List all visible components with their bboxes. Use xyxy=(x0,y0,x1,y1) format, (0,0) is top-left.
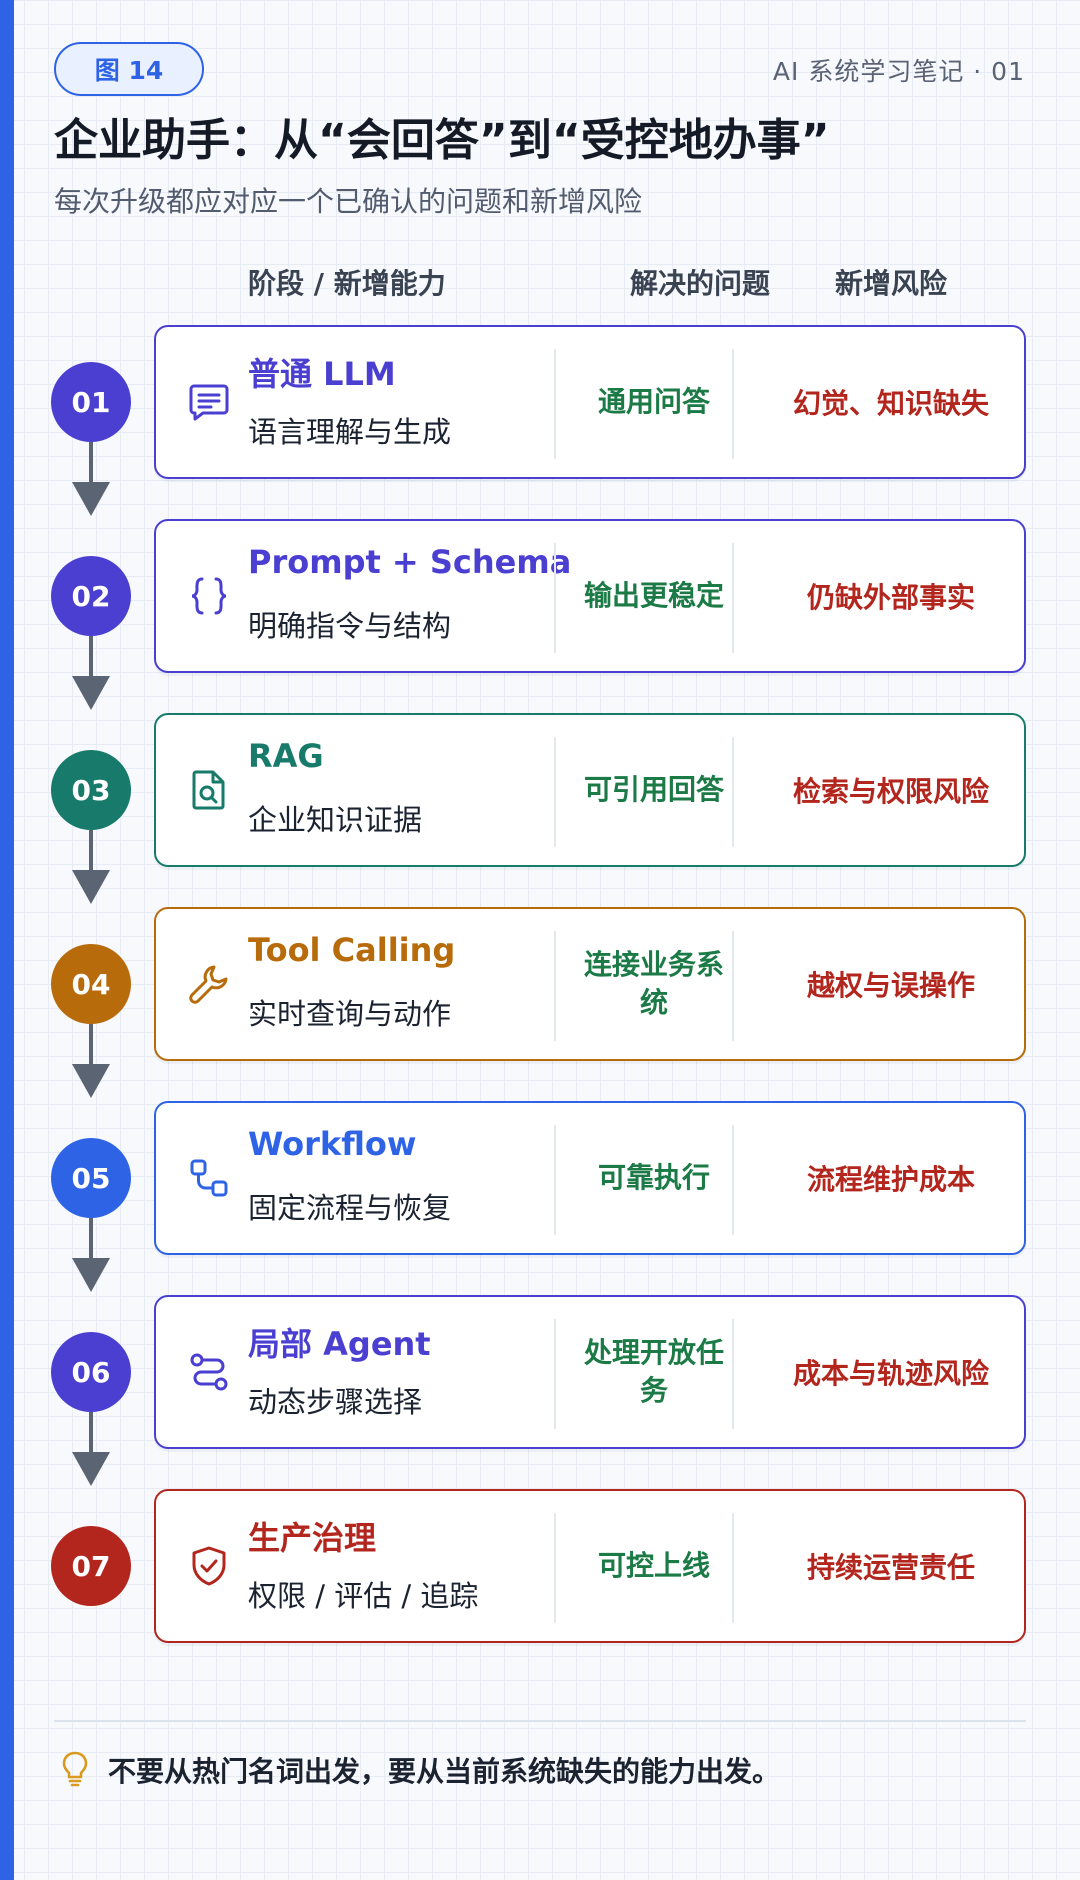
column-divider xyxy=(554,737,556,847)
page-subtitle: 每次升级都应对应一个已确认的问题和新增风险 xyxy=(54,185,643,218)
solved-problem: 处理开放任务 xyxy=(583,1336,724,1407)
timeline-connector xyxy=(89,1412,93,1456)
column-divider xyxy=(732,543,734,653)
solved-problem: 连接业务系统 xyxy=(583,948,724,1019)
column-header-risk: 新增风险 xyxy=(835,267,948,300)
stage-card: 局部 Agent 动态步骤选择 处理开放任务 成本与轨迹风险 xyxy=(154,1295,1026,1449)
stage-description: 权限 / 评估 / 追踪 xyxy=(248,1579,479,1613)
step-number-badge: 07 xyxy=(51,1526,131,1606)
wrench-icon xyxy=(184,959,234,1009)
solved-problem: 通用问答 xyxy=(597,385,710,418)
stage-card: 生产治理 权限 / 评估 / 追踪 可控上线 持续运营责任 xyxy=(154,1489,1026,1643)
column-divider xyxy=(554,1513,556,1623)
column-divider xyxy=(732,1125,734,1235)
stage-card: Workflow 固定流程与恢复 可靠执行 流程维护成本 xyxy=(154,1101,1026,1255)
timeline-arrow xyxy=(72,676,110,710)
stage-name: Tool Calling xyxy=(248,931,456,969)
workflow-icon xyxy=(184,1153,234,1203)
timeline-connector xyxy=(89,442,93,486)
stage-name: Prompt + Schema xyxy=(248,543,572,581)
column-divider xyxy=(732,1319,734,1429)
timeline-connector xyxy=(89,830,93,874)
column-header-solves: 解决的问题 xyxy=(630,267,771,300)
stage-name: RAG xyxy=(248,737,324,775)
column-divider xyxy=(554,1125,556,1235)
solved-problem: 可控上线 xyxy=(597,1549,710,1582)
stage-description: 明确指令与结构 xyxy=(248,609,452,643)
timeline-arrow xyxy=(72,1258,110,1292)
document-search-icon xyxy=(184,765,234,815)
timeline-arrow xyxy=(72,1452,110,1486)
step-number-badge: 03 xyxy=(51,750,131,830)
timeline-connector xyxy=(89,1024,93,1068)
timeline-arrow xyxy=(72,482,110,516)
step-number-badge: 04 xyxy=(51,944,131,1024)
footer-tip: 不要从热门名词出发，要从当前系统缺失的能力出发。 xyxy=(108,1755,781,1788)
chat-lines-icon xyxy=(184,377,234,427)
page-title: 企业助手：从“会回答”到“受控地办事” xyxy=(54,115,830,166)
new-risk: 持续运营责任 xyxy=(806,1551,975,1584)
timeline-arrow xyxy=(72,870,110,904)
new-risk: 流程维护成本 xyxy=(806,1163,975,1196)
lightbulb-icon xyxy=(62,1751,88,1787)
column-divider xyxy=(554,1319,556,1429)
stage-name: Workflow xyxy=(248,1125,417,1163)
step-number-badge: 02 xyxy=(51,556,131,636)
step-number-badge: 01 xyxy=(51,362,131,442)
route-icon xyxy=(184,1347,234,1397)
column-divider xyxy=(554,543,556,653)
new-risk: 越权与误操作 xyxy=(806,969,975,1002)
new-risk: 检索与权限风险 xyxy=(792,775,989,808)
column-divider xyxy=(732,931,734,1041)
solved-problem: 可靠执行 xyxy=(597,1161,710,1194)
column-divider xyxy=(732,349,734,459)
stage-description: 动态步骤选择 xyxy=(248,1385,423,1419)
new-risk: 幻觉、知识缺失 xyxy=(792,387,989,420)
stage-card: RAG 企业知识证据 可引用回答 检索与权限风险 xyxy=(154,713,1026,867)
stage-card: Tool Calling 实时查询与动作 连接业务系统 越权与误操作 xyxy=(154,907,1026,1061)
stage-description: 固定流程与恢复 xyxy=(248,1191,452,1225)
stage-description: 企业知识证据 xyxy=(248,803,423,837)
new-risk: 仍缺外部事实 xyxy=(806,581,975,614)
column-header-stage: 阶段 / 新增能力 xyxy=(248,267,446,300)
figure-badge: 图 14 xyxy=(54,42,204,96)
new-risk: 成本与轨迹风险 xyxy=(792,1357,989,1390)
footer-divider xyxy=(54,1720,1026,1722)
accent-bar xyxy=(0,0,14,1880)
step-number-badge: 05 xyxy=(51,1138,131,1218)
braces-icon xyxy=(184,571,234,621)
step-number-badge: 06 xyxy=(51,1332,131,1412)
column-divider xyxy=(732,1513,734,1623)
solved-problem: 可引用回答 xyxy=(583,773,724,806)
stage-card: Prompt + Schema 明确指令与结构 输出更稳定 仍缺外部事实 xyxy=(154,519,1026,673)
column-divider xyxy=(554,349,556,459)
solved-problem: 输出更稳定 xyxy=(583,579,724,612)
timeline-arrow xyxy=(72,1064,110,1098)
stage-name: 普通 LLM xyxy=(248,355,396,393)
stage-name: 生产治理 xyxy=(248,1519,377,1557)
shield-check-icon xyxy=(184,1541,234,1591)
timeline-connector xyxy=(89,1218,93,1262)
series-label: AI 系统学习笔记 · 01 xyxy=(772,57,1025,86)
stage-card: 普通 LLM 语言理解与生成 通用问答 幻觉、知识缺失 xyxy=(154,325,1026,479)
stage-description: 实时查询与动作 xyxy=(248,997,452,1031)
stage-name: 局部 Agent xyxy=(248,1325,431,1363)
timeline-connector xyxy=(89,636,93,680)
column-divider xyxy=(554,931,556,1041)
stage-description: 语言理解与生成 xyxy=(248,415,452,449)
column-divider xyxy=(732,737,734,847)
